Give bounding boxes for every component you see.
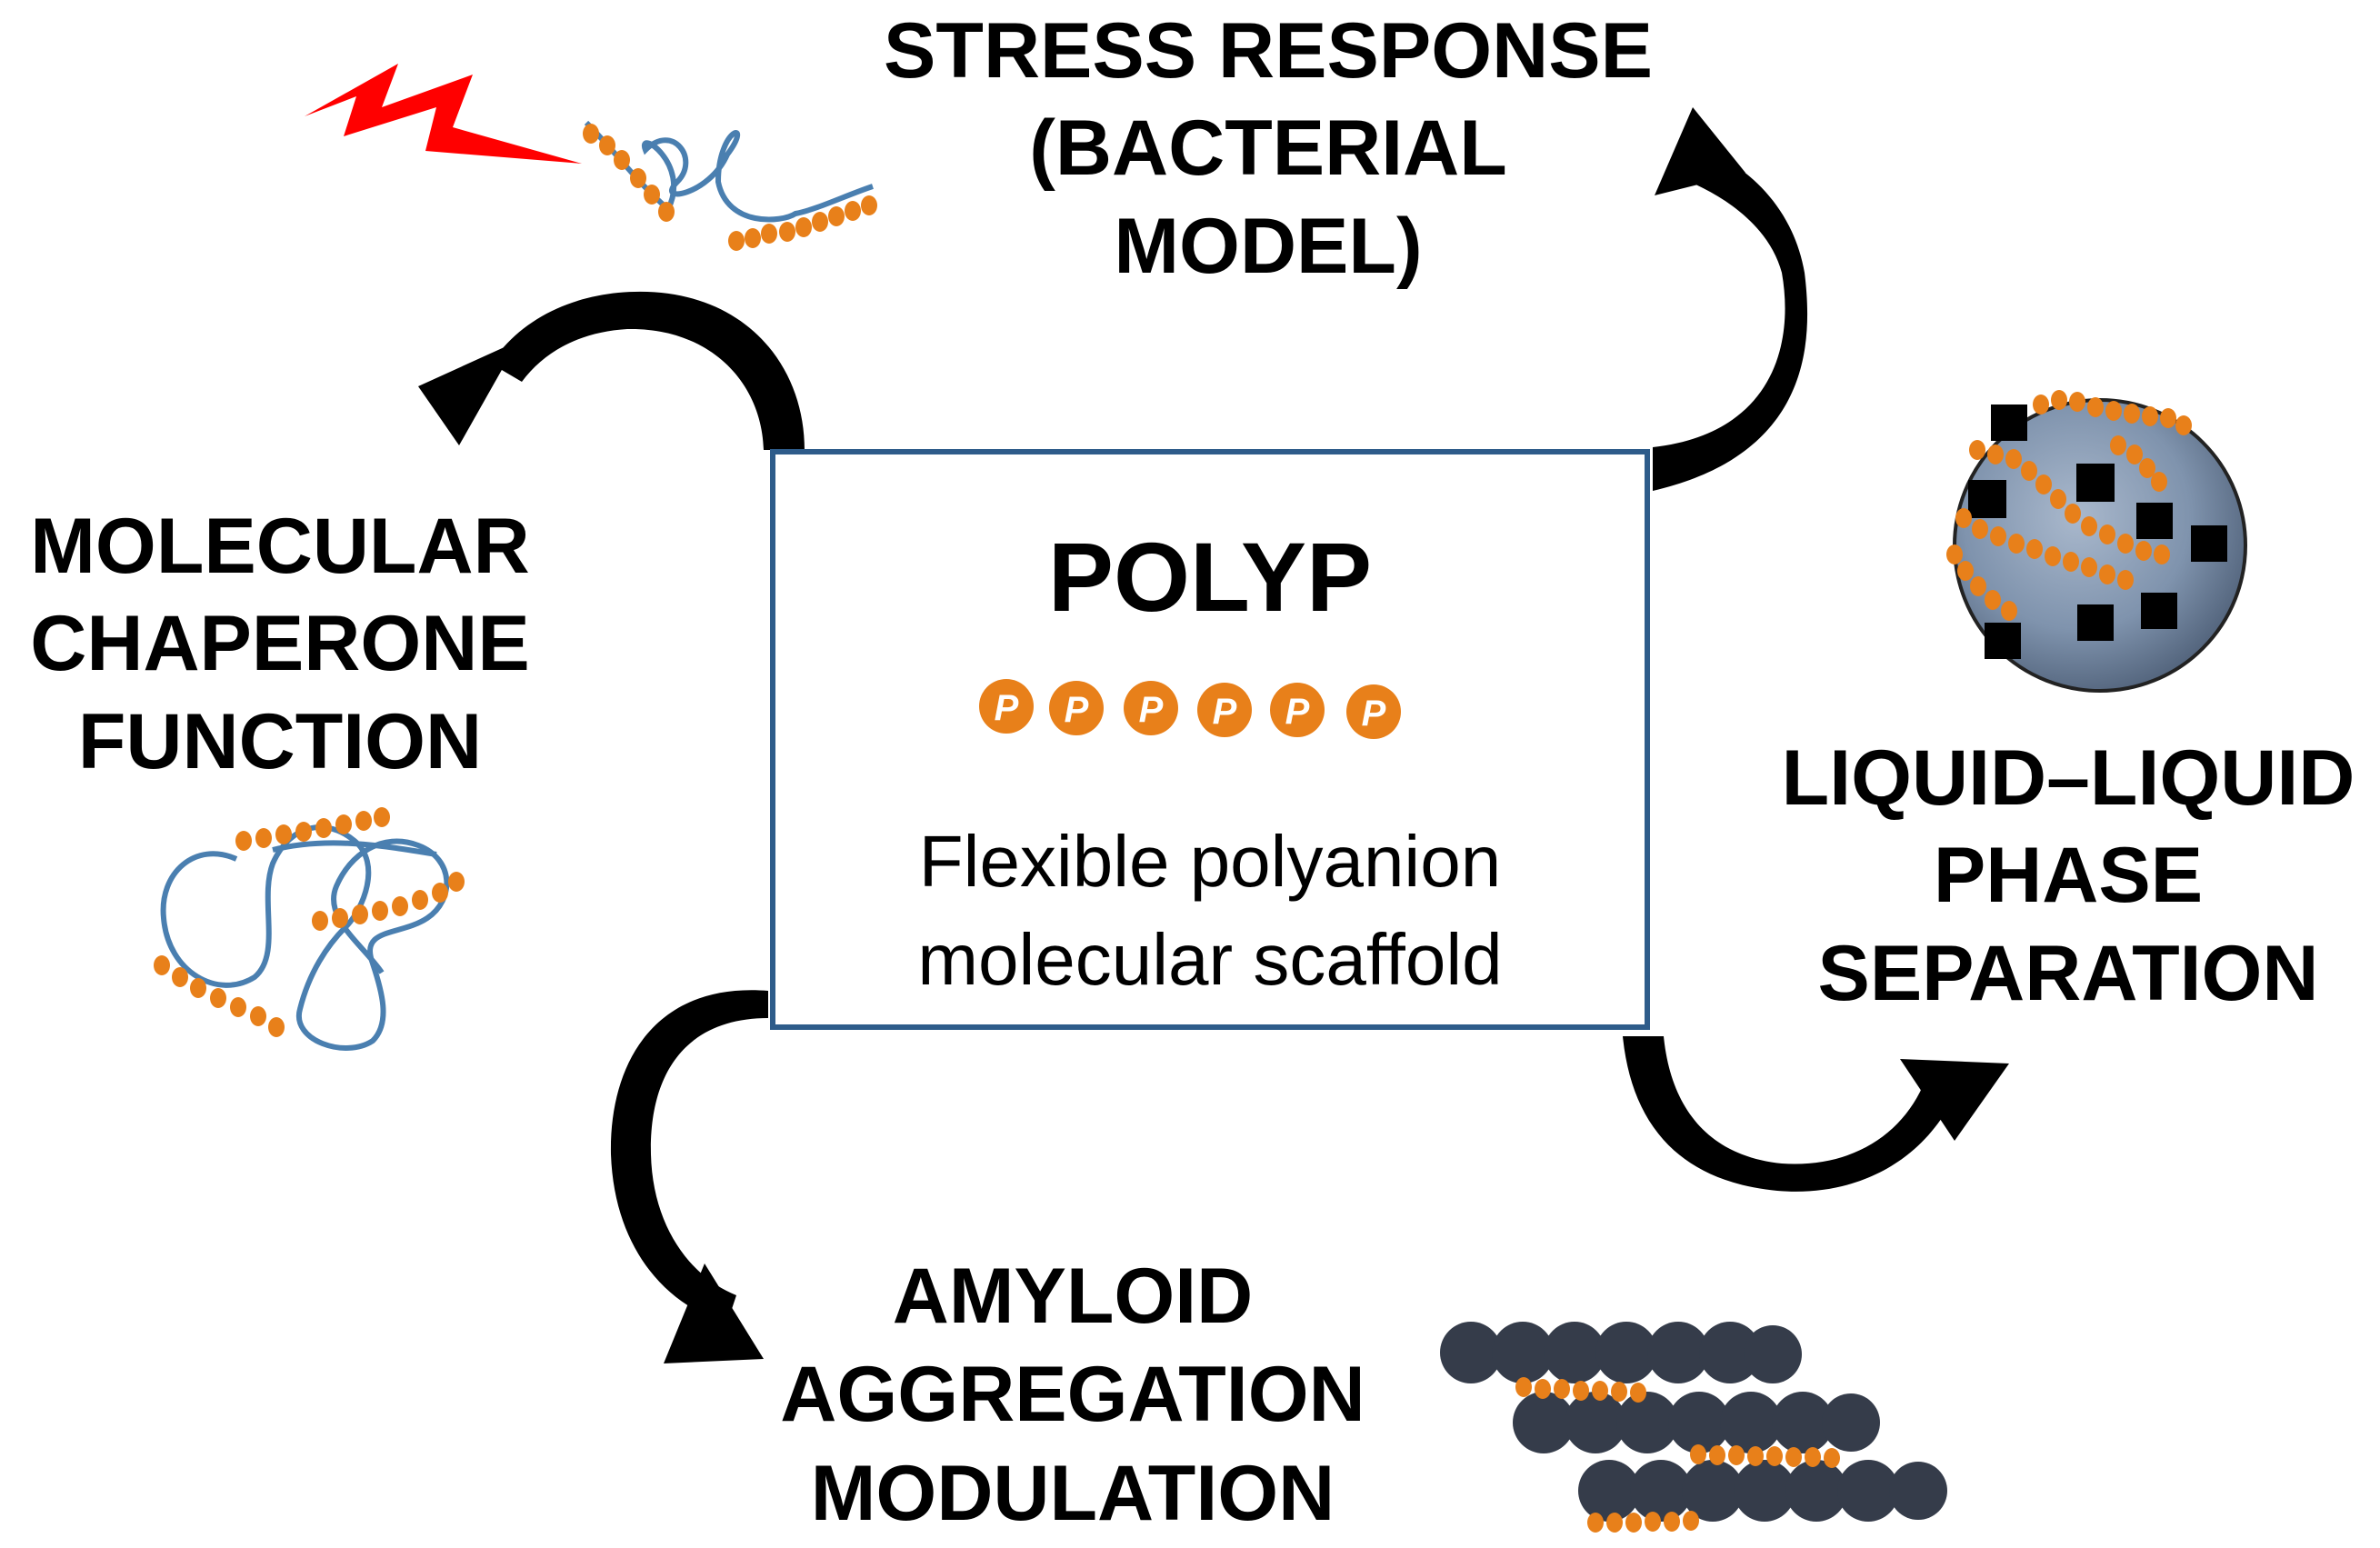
droplet-icon xyxy=(1946,390,2247,693)
svg-text:P: P xyxy=(1065,690,1089,730)
svg-text:STRESS RESPONSE: STRESS RESPONSE xyxy=(884,7,1653,95)
svg-text:LIQUID–LIQUID: LIQUID–LIQUID xyxy=(1782,734,2355,822)
svg-text:P: P xyxy=(1362,694,1386,734)
polyp-unit: P xyxy=(1049,681,1104,735)
svg-text:SEPARATION: SEPARATION xyxy=(1817,930,2318,1017)
chaperone-label: MOLECULAR CHAPERONE FUNCTION xyxy=(30,503,530,785)
svg-text:PHASE: PHASE xyxy=(1934,832,2203,919)
svg-text:MODEL): MODEL) xyxy=(1114,203,1422,290)
arrow-to-stress-response xyxy=(1653,107,1808,491)
center-title: POLYP xyxy=(1048,522,1372,632)
arrow-to-chaperone xyxy=(418,291,805,450)
svg-text:P: P xyxy=(1285,692,1310,732)
svg-text:AGGREGATION: AGGREGATION xyxy=(780,1351,1365,1438)
center-subtitle-line2: molecular scaffold xyxy=(917,919,1502,1000)
svg-text:P: P xyxy=(995,688,1019,728)
lightning-icon xyxy=(305,64,582,164)
arrow-to-llps xyxy=(1623,1036,2009,1192)
svg-text:CHAPERONE: CHAPERONE xyxy=(30,600,530,687)
svg-text:MOLECULAR: MOLECULAR xyxy=(30,503,529,590)
polyp-chain: P P P P P P xyxy=(979,679,1401,739)
polyp-center-box: POLYP P P P P P P Flexible polyanion mol… xyxy=(770,449,1650,1030)
arrow-to-amyloid xyxy=(610,990,768,1363)
chaperone-protein-icon xyxy=(154,807,465,1051)
svg-text:P: P xyxy=(1139,690,1164,730)
polyp-unit: P xyxy=(1197,683,1252,737)
polyp-unit: P xyxy=(979,679,1034,734)
svg-text:P: P xyxy=(1213,692,1237,732)
polyp-unit: P xyxy=(1346,684,1401,739)
polyp-unit: P xyxy=(1270,683,1325,737)
unfolded-protein-icon xyxy=(583,120,877,251)
stress-response-label: STRESS RESPONSE (BACTERIAL MODEL) xyxy=(884,7,1653,290)
llps-label: LIQUID–LIQUID PHASE SEPARATION xyxy=(1782,734,2355,1017)
amyloid-label: AMYLOID AGGREGATION MODULATION xyxy=(780,1253,1365,1537)
center-subtitle-line1: Flexible polyanion xyxy=(919,821,1501,902)
svg-text:MODULATION: MODULATION xyxy=(811,1450,1335,1537)
svg-text:(BACTERIAL: (BACTERIAL xyxy=(1029,105,1507,192)
polyp-unit: P xyxy=(1124,681,1178,735)
svg-text:AMYLOID: AMYLOID xyxy=(893,1253,1254,1340)
amyloid-fibril-icon xyxy=(1440,1322,1947,1533)
svg-text:FUNCTION: FUNCTION xyxy=(78,698,482,785)
